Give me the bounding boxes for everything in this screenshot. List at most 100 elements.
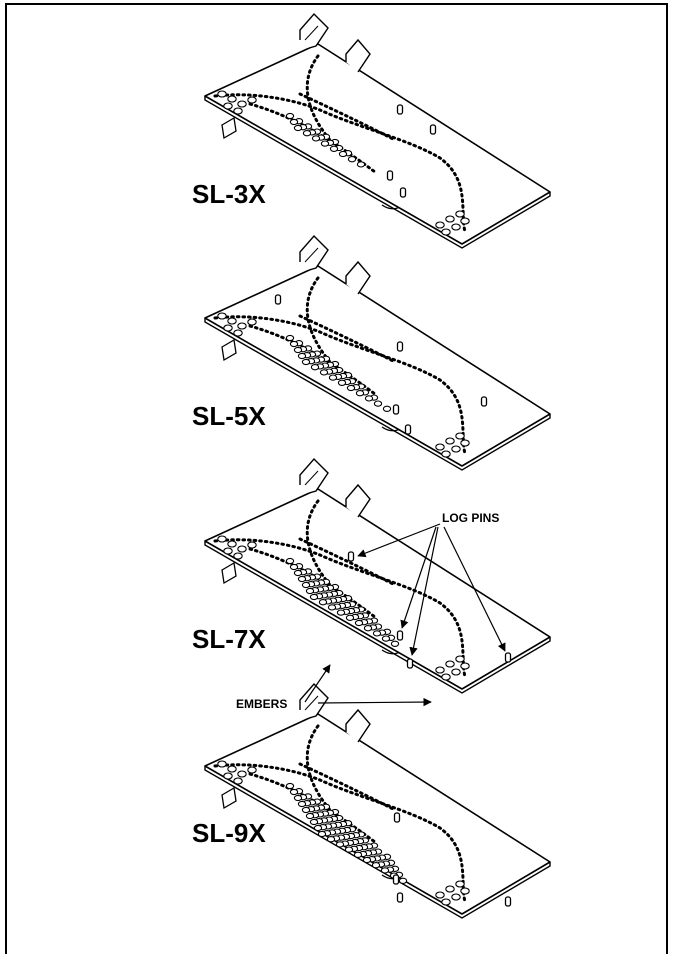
ember-ring [319, 369, 329, 376]
ember-ring [338, 150, 348, 158]
rear-bracket-right [345, 260, 371, 295]
ember-ring [285, 334, 295, 342]
ember-ring [329, 145, 339, 152]
ember-ring [285, 782, 295, 790]
ember-ring [451, 223, 461, 231]
port-trail [305, 54, 332, 142]
model-label-sl-7x: SL-7X [192, 624, 266, 654]
log-pins-arrow-2 [400, 526, 437, 629]
plate-edge [204, 766, 551, 919]
ember-ring [460, 887, 470, 895]
support-foot [221, 786, 237, 810]
ember-ring [247, 318, 257, 326]
rear-bracket-right [345, 708, 371, 743]
ember-ring [344, 846, 354, 853]
log-pin [392, 874, 400, 885]
rear-bracket-right [345, 38, 371, 73]
rear-bracket-right [345, 483, 371, 518]
log-pin [392, 404, 400, 415]
ember-ring [302, 130, 312, 137]
ember-ring [455, 210, 465, 218]
ember-ring [328, 374, 338, 381]
ember-ring [217, 760, 227, 768]
ember-ring [289, 563, 299, 571]
ember-ring [227, 540, 237, 548]
log-pin [386, 170, 394, 181]
ember-ring [227, 765, 237, 773]
bracket-fold [304, 695, 319, 711]
burner-panel-sl-5x: SL-5X [192, 234, 551, 471]
ember-ring [362, 856, 372, 864]
log-pins-label: LOG PINS [442, 511, 499, 525]
log-pin [480, 396, 488, 407]
log-pin [396, 630, 404, 641]
ember-ring [237, 545, 247, 553]
log-pin [396, 341, 404, 352]
embers-arrow-1 [304, 664, 331, 703]
port-trail [298, 314, 397, 364]
log-pin [396, 104, 404, 115]
ember-ring [451, 445, 461, 453]
ember-ring [355, 390, 365, 397]
burner-plate [204, 43, 551, 245]
ember-ring [335, 841, 345, 848]
ember-ring [345, 614, 355, 621]
ember-ring [373, 400, 383, 407]
model-label-sl-5x: SL-5X [192, 401, 266, 431]
port-trail [305, 276, 332, 364]
ember-ring [363, 625, 373, 632]
ember-ring [455, 432, 465, 440]
ember-ring [309, 593, 319, 601]
ember-ring [223, 772, 233, 780]
ember-ring [237, 100, 247, 108]
log-pins-arrow-3 [409, 526, 439, 656]
ember-ring [445, 660, 455, 668]
port-trail [213, 315, 467, 456]
ember-ring [445, 437, 455, 445]
embers-arrow-2 [317, 697, 432, 707]
ember-ring [297, 575, 307, 583]
burner-panel-sl-7x: SL-7X [192, 457, 551, 694]
ember-ring [372, 630, 382, 637]
ember-ring [247, 541, 257, 549]
ember-ring [301, 581, 311, 589]
ember-ring [460, 439, 470, 447]
ember-ring [233, 107, 243, 115]
port-trail [305, 499, 332, 587]
log-pin [404, 424, 412, 435]
ember-ring [441, 228, 451, 236]
ember-ring [364, 395, 374, 402]
ember-ring [327, 604, 337, 611]
plate-edge [204, 541, 551, 694]
log-pin [399, 187, 407, 198]
ember-ring [435, 891, 445, 899]
ember-ring [445, 215, 455, 223]
port-trail [298, 92, 397, 142]
ember-ring [380, 867, 390, 874]
ember-ring [441, 450, 451, 458]
ember-ring [326, 836, 336, 843]
ember-ring [451, 668, 461, 676]
ember-ring [297, 352, 307, 360]
ember-ring [445, 885, 455, 893]
ember-ring [310, 364, 320, 371]
ember-ring [435, 443, 445, 451]
ember-ring [382, 405, 392, 412]
ember-ring [309, 818, 319, 826]
ember-ring [247, 96, 257, 104]
log-pin [393, 812, 401, 823]
ember-ring [217, 535, 227, 543]
ember-ring [441, 673, 451, 681]
ember-ring [353, 851, 363, 858]
ember-ring [227, 317, 237, 325]
ember-ring [233, 329, 243, 337]
ember-ring [223, 547, 233, 555]
log-pin [347, 551, 355, 562]
ember-ring [371, 862, 381, 869]
bracket-fold [304, 247, 319, 263]
ember-ring [435, 221, 445, 229]
port-trail [213, 763, 467, 904]
ember-ring [336, 609, 346, 616]
burner-plate [204, 713, 551, 915]
